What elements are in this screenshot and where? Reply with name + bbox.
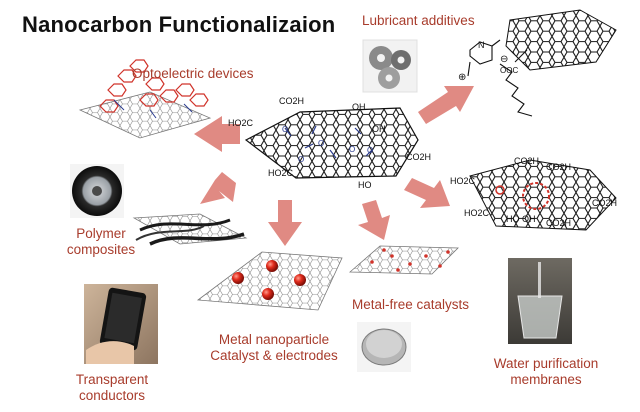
arrow-to-metal-free [358,200,390,240]
functionalized-graphene-right [469,159,617,231]
label-co2h-c: CO2H [592,198,618,208]
svg-text:O: O [282,125,288,134]
label-water-purification: Water purification membranes [476,356,616,388]
label-transparent-line1: Transparent [75,372,149,387]
label-oh-mid: OH [372,124,386,134]
label-water-line1: Water purification [493,356,599,371]
label-metal-free-catalysts: Metal-free catalysts [352,297,470,312]
cation-sign: ⊕ [458,72,467,83]
metal-free-catalyst-sheet [348,245,459,275]
anion-sign: ⊖ [500,54,509,65]
svg-text:O: O [349,145,355,154]
smartphone-icon [84,284,158,364]
label-co2h-top: CO2H [279,96,305,106]
label-lubricant-additives: Lubricant additives [362,13,475,28]
tire-icon [70,164,124,218]
label-ho2c-b: HO2C [464,208,490,218]
label-metal-np-line1: Metal nanoparticle [218,332,330,347]
label-n: N [478,40,485,50]
polymer-composite-sheets [132,213,248,246]
svg-text:O: O [367,146,373,155]
figure-title: Nanocarbon Functionalizaion [22,12,336,37]
metal-nanoparticle-sheet [196,251,343,311]
label-co2h-a: CO2H [514,156,540,166]
label-ho-oh: HO OH [506,214,536,224]
arrow-to-polymer [200,172,236,204]
label-oh-top: OH [352,102,366,112]
arrow-to-water [404,178,450,208]
optoelectric-sheet [78,59,212,139]
label-ho-bottom: HO [358,180,372,190]
svg-text:O: O [318,139,324,148]
label-polymer-line1: Polymer [76,226,126,241]
label-ho2c-left: HO2C [228,118,254,128]
arrow-to-lubricant [418,86,474,124]
label-co2h-right: CO2H [406,152,432,162]
label-water-line2: membranes [510,372,582,387]
label-co2h-b: CO2H [546,162,572,172]
central-graphene-oxide: O O O O O [244,107,419,179]
water-glass-icon [508,258,572,344]
svg-text:O: O [298,155,304,164]
label-polymer-composites: Polymer composites [56,226,146,258]
gears-icon [362,39,418,93]
label-co2h-d: CO2H [546,218,572,228]
ionic-liquid-graphene [467,9,617,117]
label-metal-nanoparticle: Metal nanoparticle Catalyst & electrodes [196,332,352,364]
arrow-to-metal-np [268,200,302,246]
arrow-to-optoelectric [194,116,240,152]
label-ho2c-bottom: HO2C [268,168,294,178]
label-optoelectric-devices: Optoelectric devices [132,66,254,81]
coin-battery-icon [357,322,411,372]
label-metal-np-line2: Catalyst & electrodes [210,348,338,363]
label-polymer-line2: composites [66,242,136,257]
label-transparent-line2: conductors [78,388,146,403]
label-transparent-conductors: Transparent conductors [62,372,162,404]
label-ho2c-right: HO2C [450,176,476,186]
label-ooc: OOC [500,66,519,75]
